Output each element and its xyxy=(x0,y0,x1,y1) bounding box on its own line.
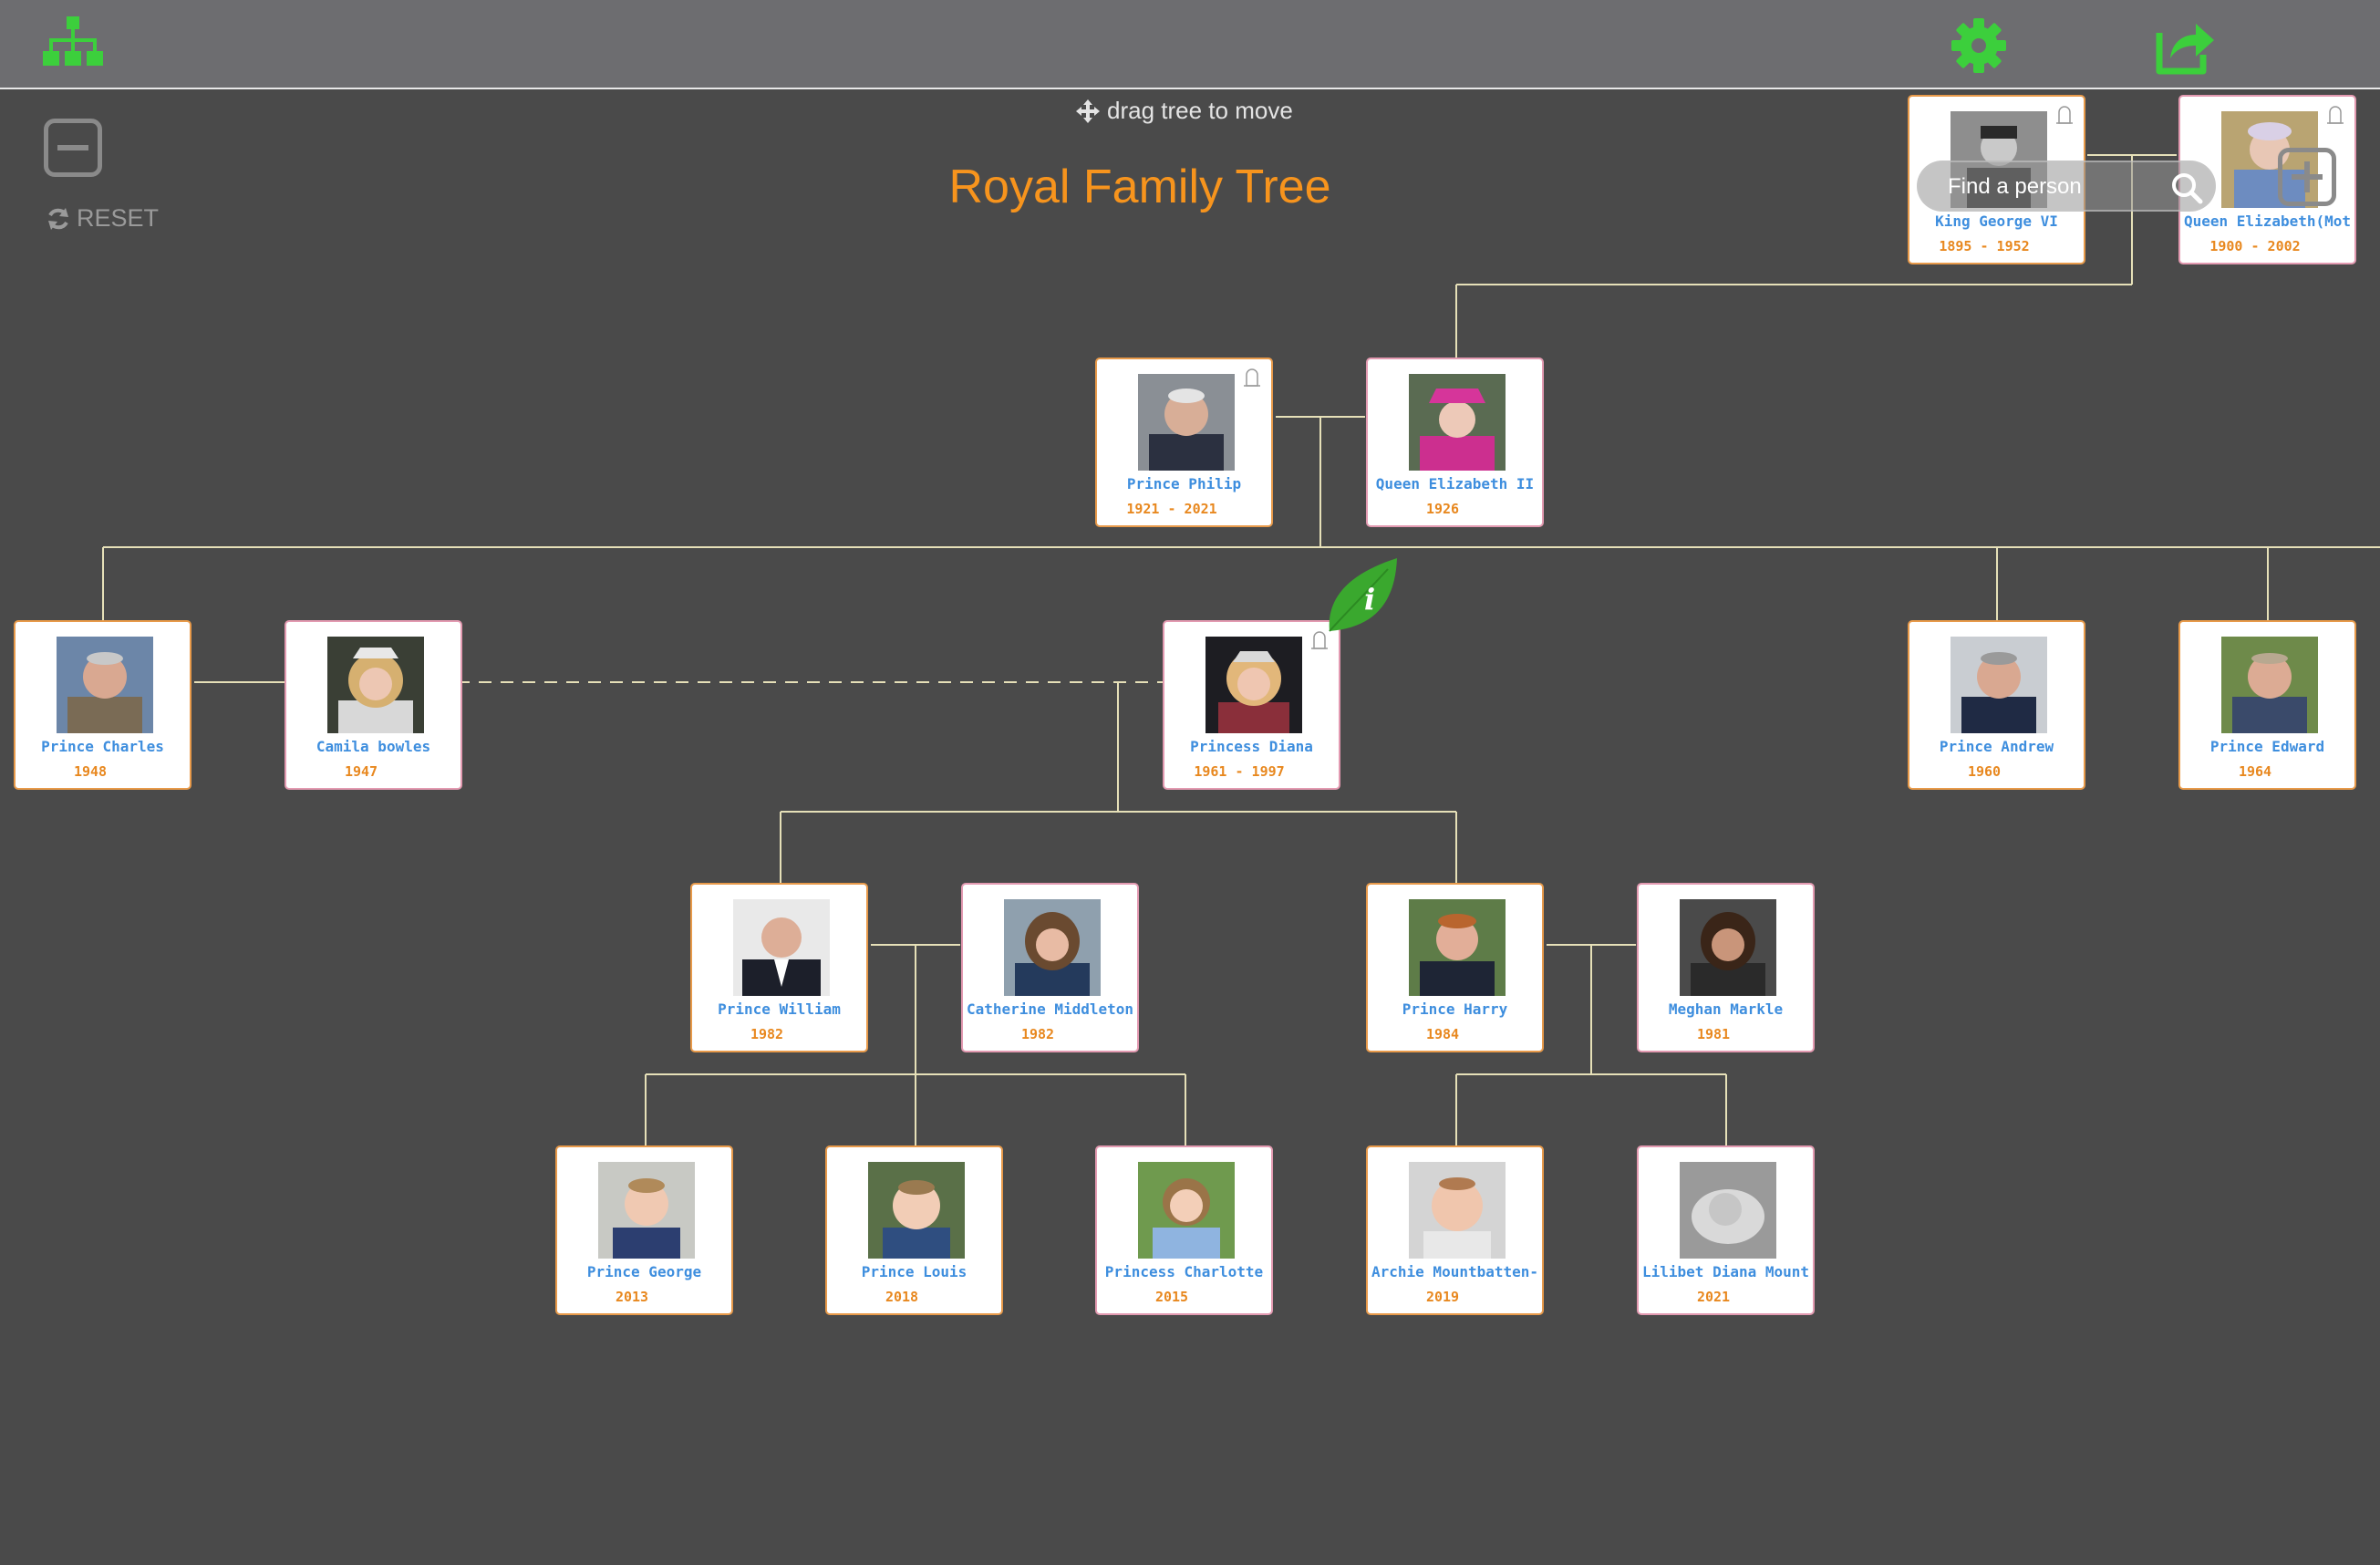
person-photo xyxy=(1951,637,2047,733)
person-years: 1900 - 2002 xyxy=(2209,238,2301,254)
person-photo xyxy=(1409,899,1506,996)
person-photo xyxy=(1206,637,1302,733)
person-card-queen-elizabeth[interactable]: Queen Elizabeth II 1926 xyxy=(1366,358,1544,527)
person-card-princess-diana[interactable]: Princess Diana 1961 - 1997 xyxy=(1163,620,1340,790)
person-name: Meghan Markle xyxy=(1668,1000,1784,1018)
search-input[interactable] xyxy=(1946,170,2168,204)
person-photo xyxy=(2221,637,2318,733)
person-card-prince-philip[interactable]: Prince Philip 1921 - 2021 xyxy=(1095,358,1273,527)
person-years: 1964 xyxy=(2238,763,2272,780)
person-years: 2018 xyxy=(885,1289,919,1305)
share-icon[interactable] xyxy=(2152,13,2218,78)
person-name: Catherine Middleton xyxy=(967,1000,1133,1018)
gear-icon[interactable] xyxy=(1946,13,2012,78)
person-photo xyxy=(1680,1162,1776,1259)
tombstone-icon xyxy=(2327,106,2344,124)
reset-button[interactable]: RESET xyxy=(46,204,159,233)
tombstone-icon xyxy=(1311,631,1328,649)
person-photo xyxy=(1680,899,1776,996)
tombstone-icon xyxy=(1244,368,1260,387)
person-card-meghan-markle[interactable]: Meghan Markle 1981 xyxy=(1637,883,1815,1052)
person-years: 1948 xyxy=(73,763,108,780)
person-years: 1921 - 2021 xyxy=(1126,501,1217,517)
person-card-camila-bowles[interactable]: Camila bowles 1947 xyxy=(285,620,462,790)
person-years: 1926 xyxy=(1425,501,1460,517)
person-photo xyxy=(598,1162,695,1259)
person-card-prince-charles[interactable]: Prince Charles 1948 xyxy=(14,620,191,790)
person-photo xyxy=(1409,1162,1506,1259)
person-years: 1961 - 1997 xyxy=(1194,763,1285,780)
person-photo xyxy=(1004,899,1101,996)
person-photo xyxy=(733,899,830,996)
person-years: 2021 xyxy=(1696,1289,1731,1305)
zoom-in-button[interactable] xyxy=(2278,148,2336,206)
person-years: 1960 xyxy=(1967,763,2002,780)
top-toolbar xyxy=(0,0,2380,89)
person-card-prince-george[interactable]: Prince George 2013 xyxy=(555,1145,733,1315)
page-title: Royal Family Tree xyxy=(948,161,1331,213)
person-name: Prince Louis xyxy=(861,1263,968,1280)
person-photo xyxy=(1138,374,1235,471)
person-name: Queen Elizabeth(Mot.. xyxy=(2184,212,2351,230)
person-card-prince-andrew[interactable]: Prince Andrew 1960 xyxy=(1908,620,2085,790)
person-photo xyxy=(1409,374,1506,471)
search-box xyxy=(1917,161,2216,212)
person-years: 1982 xyxy=(1020,1026,1055,1042)
person-name: Archie Mountbatten-.. xyxy=(1371,1263,1538,1280)
person-name: Prince Andrew xyxy=(1939,738,2054,755)
person-name: Prince Charles xyxy=(41,738,164,755)
person-name: Prince Harry xyxy=(1402,1000,1508,1018)
svg-text:i: i xyxy=(1364,582,1375,617)
person-photo xyxy=(57,637,153,733)
person-years: 2015 xyxy=(1154,1289,1189,1305)
person-card-prince-harry[interactable]: Prince Harry 1984 xyxy=(1366,883,1544,1052)
person-years: 1981 xyxy=(1696,1026,1731,1042)
person-photo xyxy=(868,1162,965,1259)
person-photo xyxy=(1138,1162,1235,1259)
zoom-out-button[interactable] xyxy=(44,119,102,177)
family-tree-icon[interactable] xyxy=(40,13,106,78)
person-card-queen-mother[interactable]: Queen Elizabeth(Mot.. 1900 - 2002 xyxy=(2178,95,2356,264)
tombstone-icon xyxy=(2056,106,2073,124)
person-name: Prince Edward xyxy=(2209,738,2325,755)
person-years: 1947 xyxy=(344,763,378,780)
person-name: Prince George xyxy=(586,1263,702,1280)
person-years: 1982 xyxy=(750,1026,784,1042)
move-arrows-icon xyxy=(1076,98,1100,123)
person-name: Lilibet Diana Mount.. xyxy=(1642,1263,1809,1280)
person-photo xyxy=(2221,111,2318,208)
search-icon[interactable] xyxy=(2168,170,2205,206)
refresh-icon xyxy=(48,207,68,230)
reset-label: RESET xyxy=(77,204,160,232)
person-years: 1895 - 1952 xyxy=(1939,238,2030,254)
person-card-lilibet[interactable]: Lilibet Diana Mount.. 2021 xyxy=(1637,1145,1815,1315)
person-name: Prince Philip xyxy=(1126,475,1242,492)
person-name: Princess Diana xyxy=(1190,738,1313,755)
person-name: Queen Elizabeth II xyxy=(1375,475,1535,492)
person-card-archie[interactable]: Archie Mountbatten-.. 2019 xyxy=(1366,1145,1544,1315)
person-name: Prince William xyxy=(718,1000,841,1018)
person-card-princess-charlotte[interactable]: Princess Charlotte 2015 xyxy=(1095,1145,1273,1315)
person-name: Princess Charlotte xyxy=(1104,1263,1264,1280)
person-years: 2013 xyxy=(615,1289,649,1305)
person-years: 1984 xyxy=(1425,1026,1460,1042)
person-card-prince-louis[interactable]: Prince Louis 2018 xyxy=(825,1145,1003,1315)
person-name: King George VI xyxy=(1935,212,2058,230)
drag-hint: drag tree to move xyxy=(1076,97,1293,125)
person-card-prince-william[interactable]: Prince William 1982 xyxy=(690,883,868,1052)
person-photo xyxy=(327,637,424,733)
person-years: 2019 xyxy=(1425,1289,1460,1305)
person-card-prince-edward[interactable]: Prince Edward 1964 xyxy=(2178,620,2356,790)
drag-hint-text: drag tree to move xyxy=(1107,97,1293,124)
person-name: Camila bowles xyxy=(316,738,431,755)
info-leaf-icon[interactable]: i xyxy=(1320,556,1399,638)
person-card-catherine-middleton[interactable]: Catherine Middleton 1982 xyxy=(961,883,1139,1052)
